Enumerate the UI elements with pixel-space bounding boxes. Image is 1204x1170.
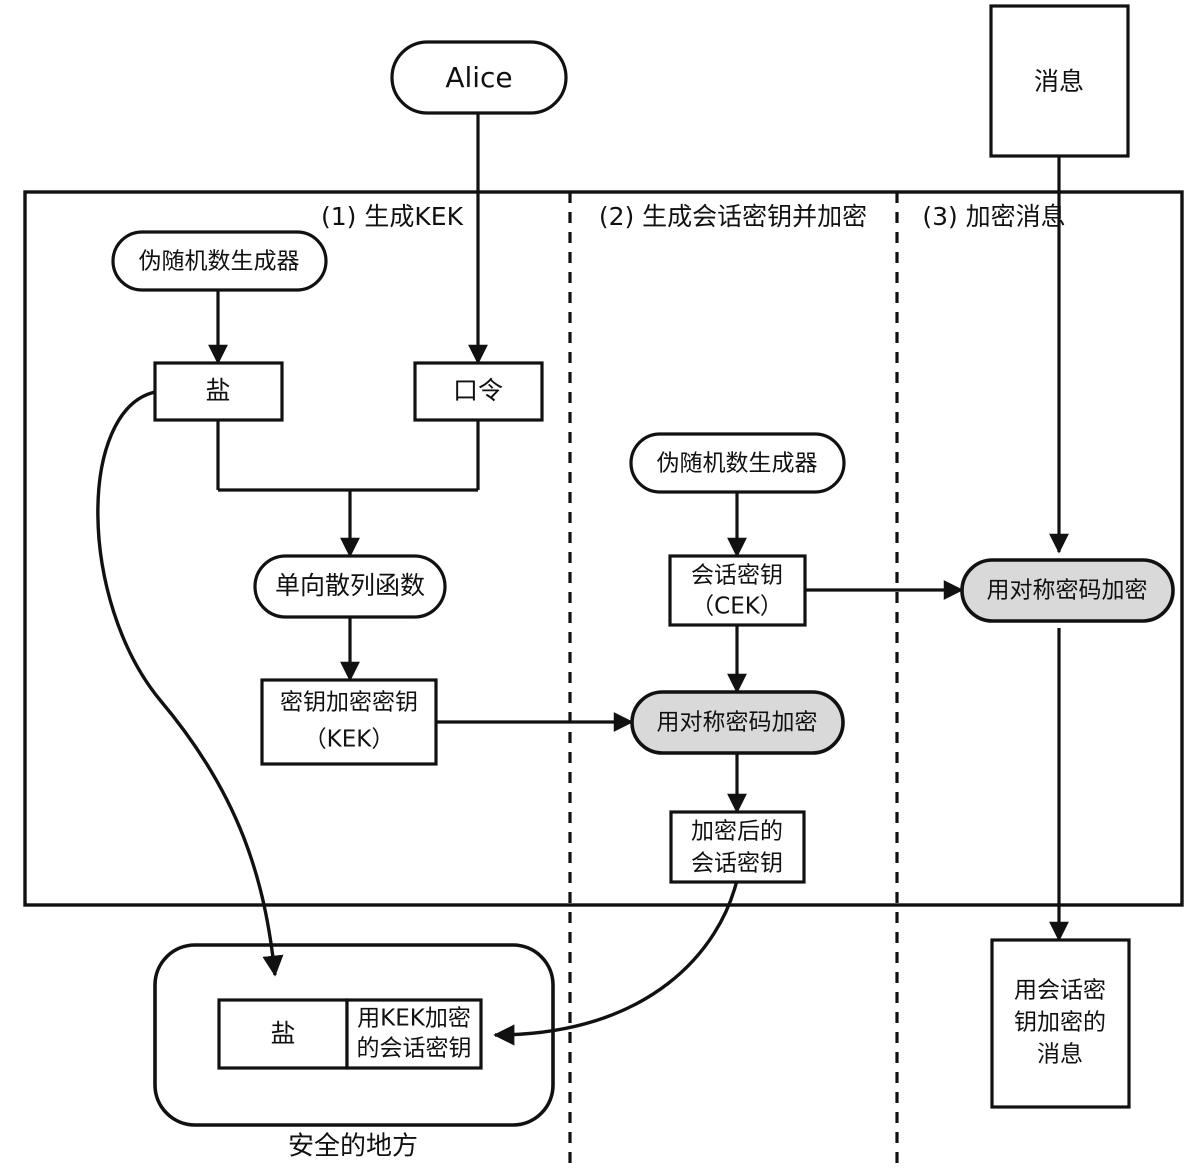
- node-encrypted-message-line1: 用会话密: [1014, 978, 1106, 1004]
- section-label-3: (3) 加密消息: [922, 202, 1065, 231]
- connector-encrypted-cek-to-safe-place: [493, 879, 739, 1046]
- connector-salt-to-safe-place: [96, 390, 284, 977]
- safe-place-container: [153, 943, 555, 1127]
- node-password: [413, 361, 544, 422]
- node-alice-label: Alice: [445, 61, 512, 94]
- node-encrypted-cek-label-line2: 会话密钥: [691, 851, 783, 877]
- node-salt: [153, 361, 284, 422]
- node-cek-label-line1: 会话密钥: [691, 563, 783, 589]
- node-encrypted-cek: [669, 810, 806, 884]
- node-message-label: 消息: [1034, 67, 1084, 96]
- node-encrypted-cek-label-line1: 加密后的: [691, 819, 783, 845]
- node-message: [989, 4, 1130, 158]
- node-stored-encrypted-cek-line1: 用KEK加密: [357, 1006, 471, 1032]
- section-label-1: (1) 生成KEK: [321, 202, 464, 231]
- node-prng-left-label: 伪随机数生成器: [139, 249, 300, 275]
- node-cek-label-line2: （CEK）: [691, 594, 783, 620]
- node-stored-encrypted-cek: [345, 998, 483, 1070]
- node-stored-encrypted-cek-line2: 的会话密钥: [357, 1036, 472, 1062]
- node-stored-salt-label: 盐: [270, 1019, 295, 1048]
- node-alice: [390, 40, 568, 115]
- node-encrypted-message-line2: 钥加密的: [1014, 1010, 1106, 1036]
- process-outer-box: [23, 190, 1184, 907]
- node-kek-label-line1: 密钥加密密钥: [280, 690, 418, 716]
- node-hash-function-label: 单向散列函数: [275, 571, 425, 600]
- safe-place-caption: 安全的地方: [288, 1132, 418, 1162]
- node-prng-mid-label: 伪随机数生成器: [657, 451, 818, 477]
- node-encrypt-cek-label: 用对称密码加密: [657, 710, 818, 736]
- node-encrypted-message: [990, 938, 1131, 1109]
- node-encrypt-message: [960, 558, 1175, 623]
- node-kek-label-line2: （KEK）: [304, 727, 395, 753]
- node-encrypt-message-label: 用对称密码加密: [987, 578, 1148, 604]
- node-prng-mid: [629, 432, 846, 494]
- section-label-2: (2) 生成会话密钥并加密: [599, 202, 867, 231]
- node-kek: [260, 678, 438, 766]
- node-cek: [668, 554, 807, 627]
- node-salt-label: 盐: [205, 376, 230, 405]
- node-password-label: 口令: [453, 376, 503, 405]
- node-encrypt-cek: [630, 690, 845, 755]
- node-encrypted-message-line3: 消息: [1037, 1042, 1083, 1068]
- node-hash-function: [253, 554, 447, 619]
- node-stored-salt: [217, 998, 349, 1070]
- node-prng-left: [111, 230, 328, 292]
